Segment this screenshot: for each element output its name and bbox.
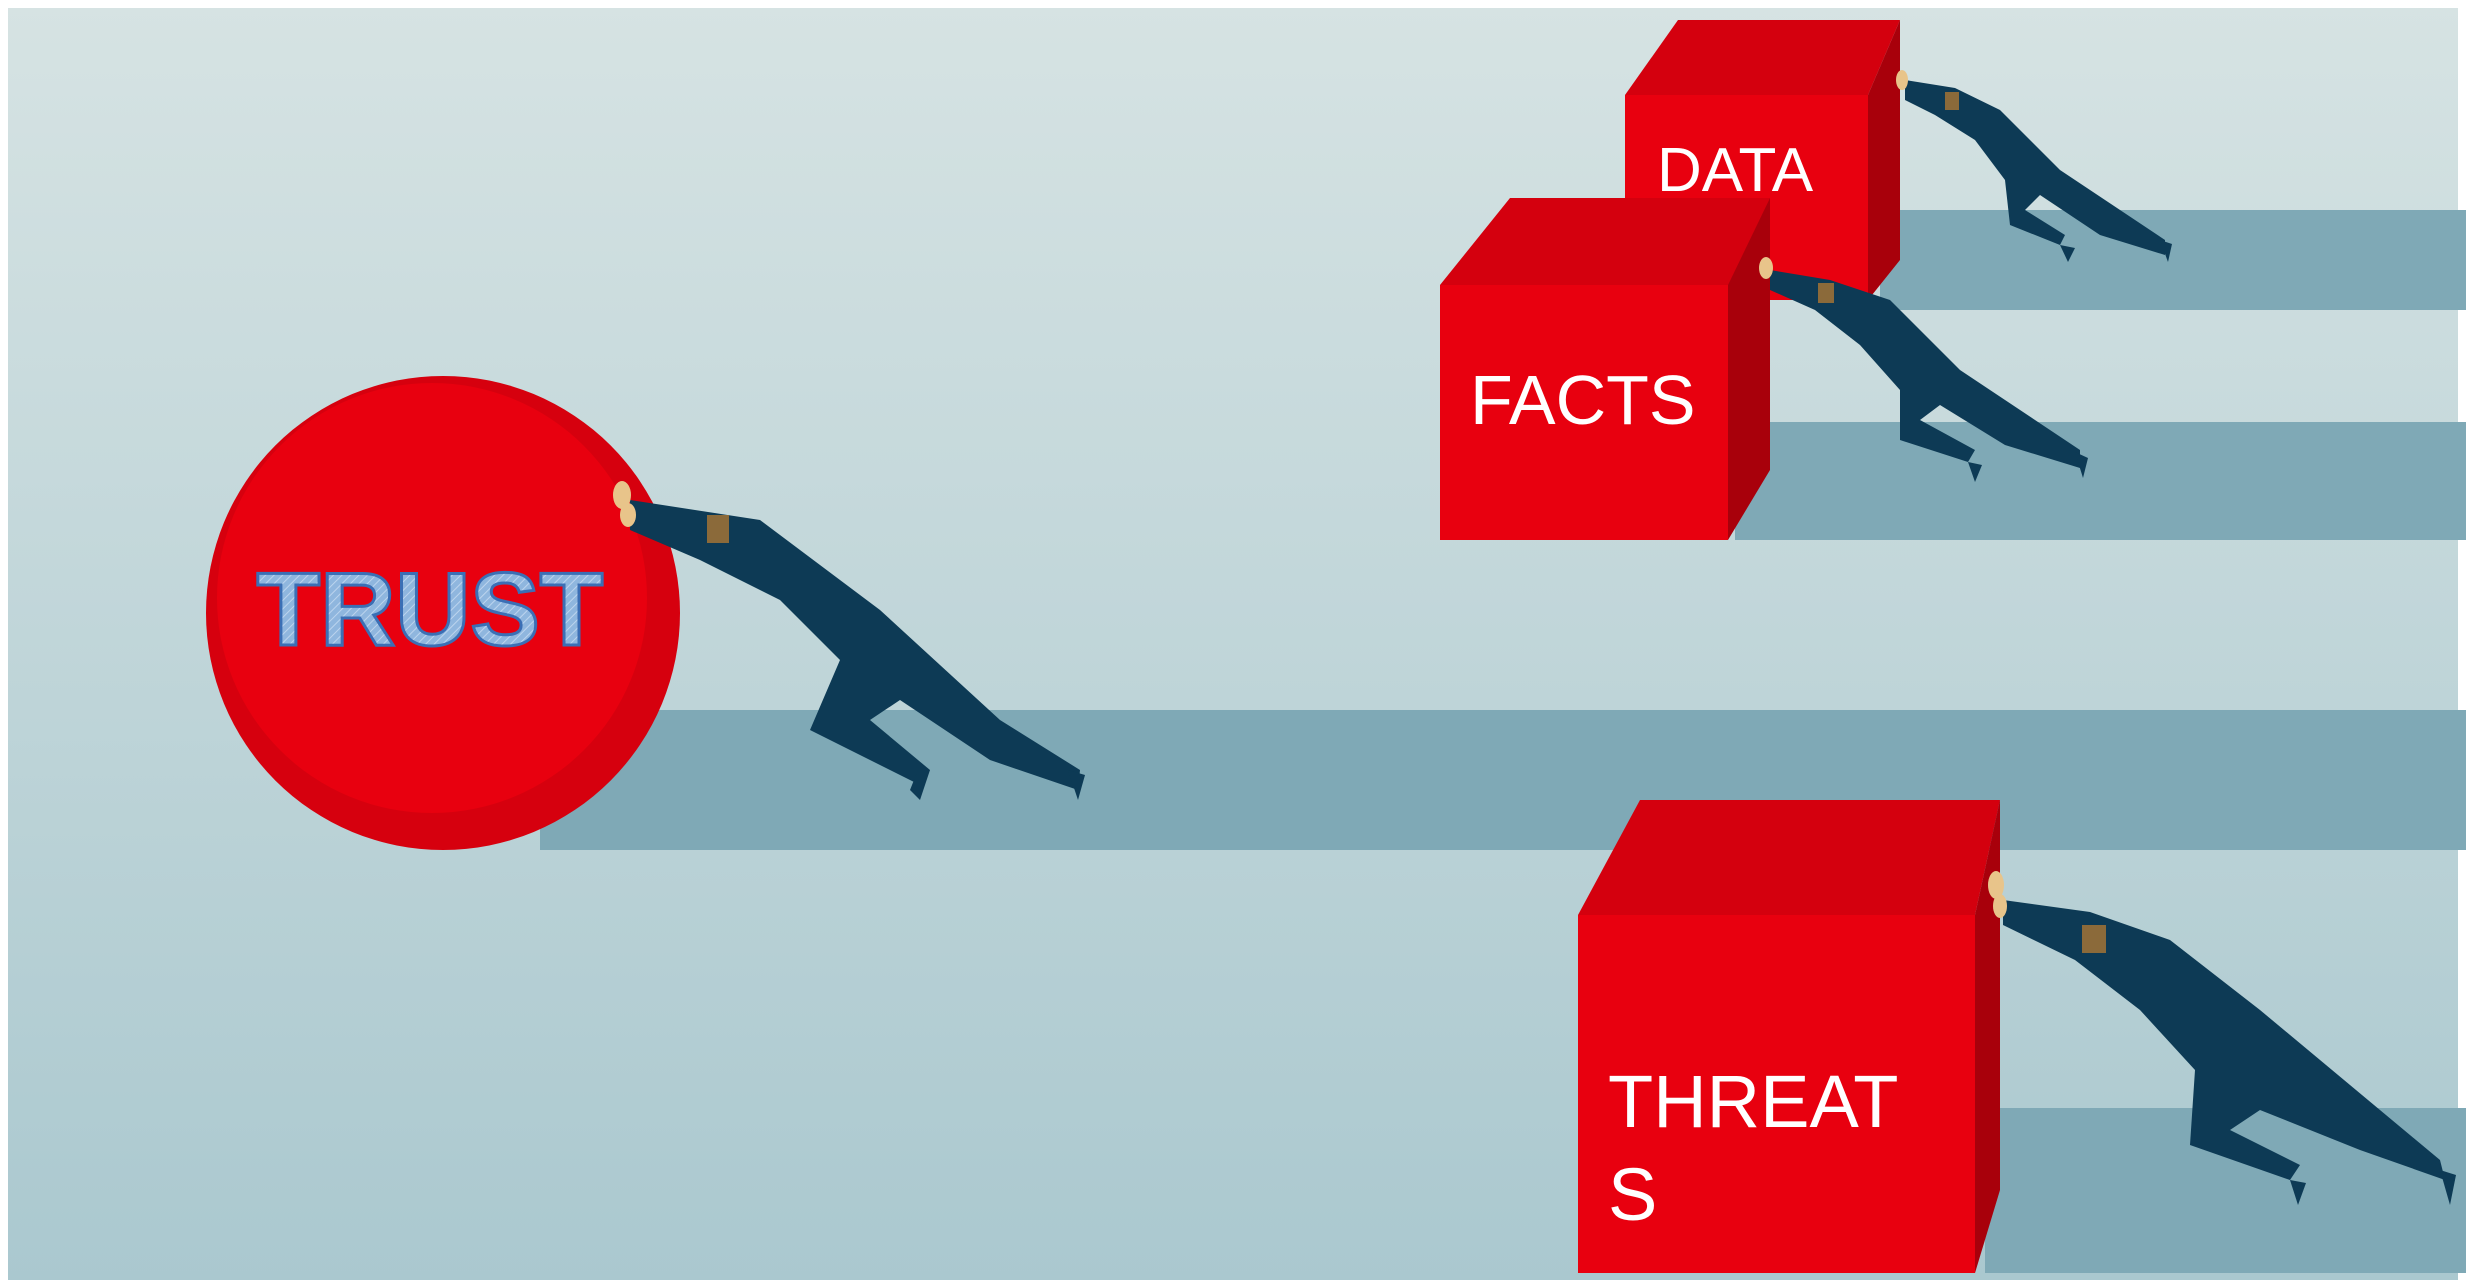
trust-ball — [206, 376, 680, 850]
track-data — [1880, 210, 2466, 310]
threats-label-line1: THREAT — [1608, 1060, 1899, 1143]
trust-label: TRUST — [257, 552, 604, 668]
threats-label-line2: S — [1608, 1153, 1658, 1236]
facts-label: FACTS — [1470, 361, 1696, 439]
figure-pushing-facts — [1759, 257, 2088, 482]
facts-cube — [1440, 198, 1770, 540]
figure-pushing-threats — [1988, 871, 2456, 1205]
figure-pushing-data — [1896, 70, 2172, 262]
threats-cube — [1578, 800, 2000, 1273]
figure-pushing-trust — [613, 481, 1085, 800]
data-label: DATA — [1657, 136, 1814, 205]
track-facts — [1735, 422, 2466, 540]
